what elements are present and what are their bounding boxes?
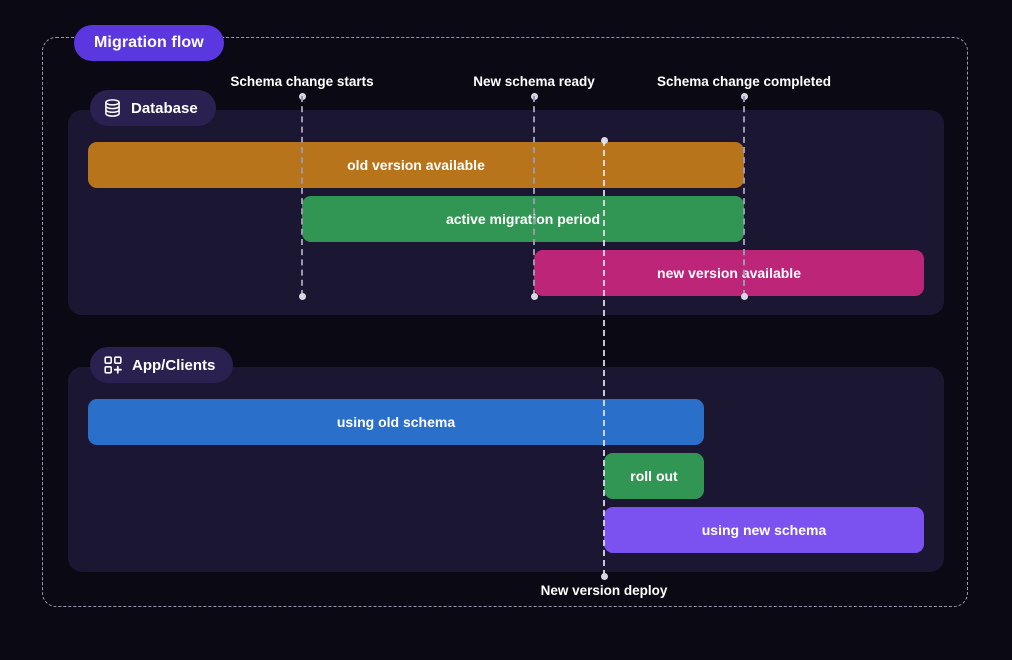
marker-line (301, 96, 303, 296)
bar-label: using new schema (701, 522, 827, 538)
marker-line (533, 96, 535, 296)
bar-label: active migration period (445, 211, 601, 227)
page-title: Migration flow (94, 34, 204, 51)
apps-add-icon (104, 356, 122, 374)
bar-active-migration-period[interactable]: active migration period (302, 196, 744, 242)
marker-dot-bottom (740, 292, 748, 300)
database-icon (104, 99, 121, 117)
marker-line (603, 140, 605, 576)
bar-label: new version available (657, 265, 801, 281)
marker-line (743, 96, 745, 296)
lane-badge-app-clients: App/Clients (90, 347, 234, 383)
bar-old-version-available[interactable]: old version available (88, 142, 744, 188)
bar-roll-out[interactable]: roll out (604, 453, 704, 499)
lane-badge-database: Database (90, 90, 216, 126)
marker-label: New version deploy (540, 583, 668, 598)
diagram-frame (42, 37, 968, 607)
lane-label-database: Database (131, 99, 198, 117)
marker-label: New schema ready (473, 74, 595, 89)
marker-dot-bottom (298, 292, 306, 300)
lane-label-app-clients: App/Clients (132, 356, 216, 374)
bar-label: using old schema (336, 414, 456, 430)
bar-using-new-schema[interactable]: using new schema (604, 507, 924, 553)
bar-label: roll out (630, 468, 678, 484)
diagram-title-pill: Migration flow (74, 25, 224, 61)
marker-label: Schema change completed (656, 74, 832, 89)
marker-label: Schema change starts (230, 74, 374, 89)
bar-using-old-schema[interactable]: using old schema (88, 399, 704, 445)
marker-dot-bottom (530, 292, 538, 300)
bar-new-version-available[interactable]: new version available (534, 250, 924, 296)
bar-label: old version available (347, 157, 485, 173)
marker-dot-bottom (600, 572, 608, 580)
